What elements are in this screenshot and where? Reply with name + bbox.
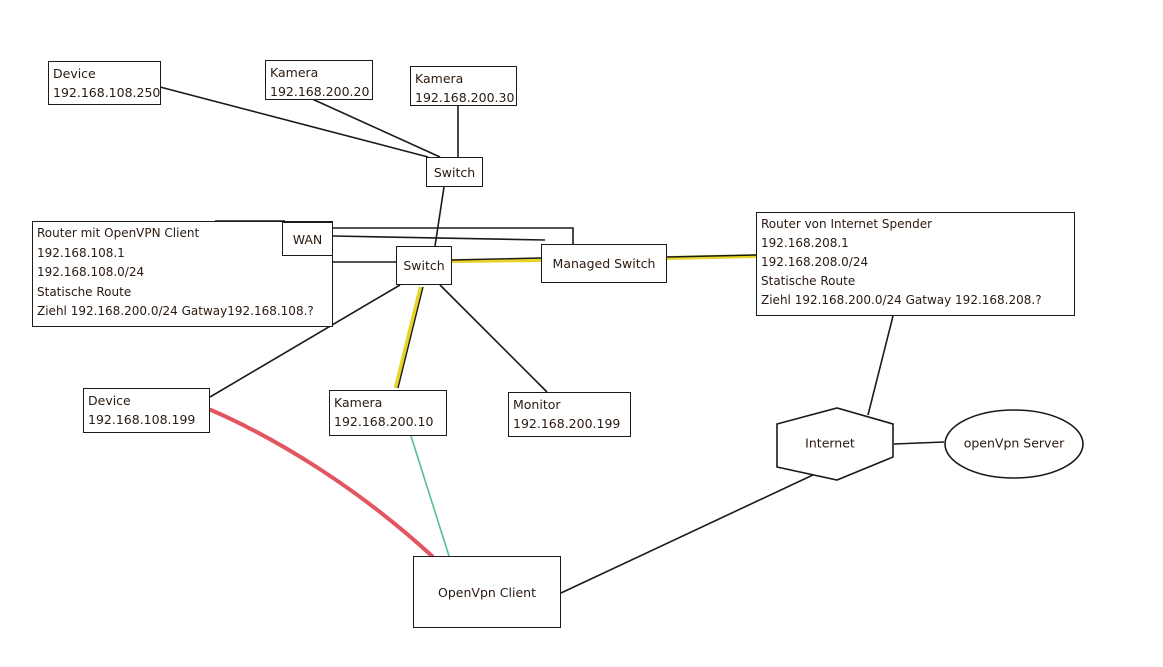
switch-top-label: Switch [433,164,476,180]
kamera-20-node: Kamera 192.168.200.20 [265,60,373,100]
router-internet-ip: 192.168.208.1 [761,236,849,250]
kamera-30-ip: 192.168.200.30 [415,90,515,105]
router-internet-subnet: 192.168.208.0/24 [761,255,869,269]
device-199-node: Device 192.168.108.199 [83,388,210,433]
router-openvpn-ip: 192.168.108.1 [37,245,125,260]
link-kamera20-switchtop [309,97,441,158]
openvpn-client-node: OpenVpn Client [413,556,561,628]
kamera-30-title: Kamera [415,71,464,86]
switch-mid-node: Switch [396,246,452,285]
router-internet-route-title: Statische Route [761,274,856,288]
kamera-10-node: Kamera 192.168.200.10 [329,390,447,436]
wan-label: WAN [292,231,323,247]
monitor-title: Monitor [513,397,561,412]
kamera-20-title: Kamera [270,65,319,80]
router-internet-route: Ziehl 192.168.200.0/24 Gatway 192.168.20… [761,293,1042,307]
kamera-30-node: Kamera 192.168.200.30 [410,66,517,106]
device-199-title: Device [88,393,131,408]
device-250-title: Device [53,66,96,81]
link-internet-server [893,441,945,445]
switch-mid-label: Switch [403,258,445,273]
openvpn-server-ellipse [944,409,1084,479]
switch-top-node: Switch [426,157,483,187]
internet-label: Internet [805,435,855,451]
link-wan-managedswitch [333,227,574,244]
link-switchtop-switchmid [434,186,445,247]
router-openvpn-route-title: Statische Route [37,284,132,299]
device-250-node: Device 192.168.108.250 [48,61,161,105]
device-250-ip: 192.168.108.250 [53,85,161,100]
router-internet-title: Router von Internet Spender [761,217,933,231]
router-openvpn-node: Router mit OpenVPN Client 192.168.108.1 … [32,221,333,327]
kamera-10-ip: 192.168.200.10 [334,414,434,429]
router-internet-node: Router von Internet Spender 192.168.208.… [756,212,1075,316]
router-openvpn-subnet: 192.168.108.0/24 [37,265,145,279]
managed-switch-node: Managed Switch [541,244,667,283]
link-wan-router [332,235,546,241]
kamera-10-title: Kamera [334,395,383,410]
link-device250-switchtop [159,86,429,158]
link-switchmid-monitor [439,284,548,393]
managed-switch-label: Managed Switch [552,256,656,271]
internet-hexagon [776,407,894,481]
link-kamera10-client-green [410,435,450,557]
link-device199-client-red [209,408,434,558]
device-199-ip: 192.168.108.199 [88,412,196,427]
highlight-switch-kamera10 [393,286,424,389]
openvpn-server-label: openVpn Server [963,435,1065,451]
highlight-managed-router [666,254,757,260]
kamera-20-ip: 192.168.200.20 [270,84,370,99]
monitor-node: Monitor 192.168.200.199 [508,392,631,437]
link-switchmid-device199 [209,284,401,398]
openvpn-client-label: OpenVpn Client [438,584,536,600]
wan-port-node: WAN [282,222,333,256]
highlight-switch-managed [451,257,542,263]
monitor-ip: 192.168.200.199 [513,416,621,431]
router-openvpn-route: Ziehl 192.168.200.0/24 Gatway192.168.108… [37,304,314,318]
link-client-internet [560,473,816,594]
link-router-internet [867,315,894,416]
router-openvpn-title: Router mit OpenVPN Client [37,226,200,240]
